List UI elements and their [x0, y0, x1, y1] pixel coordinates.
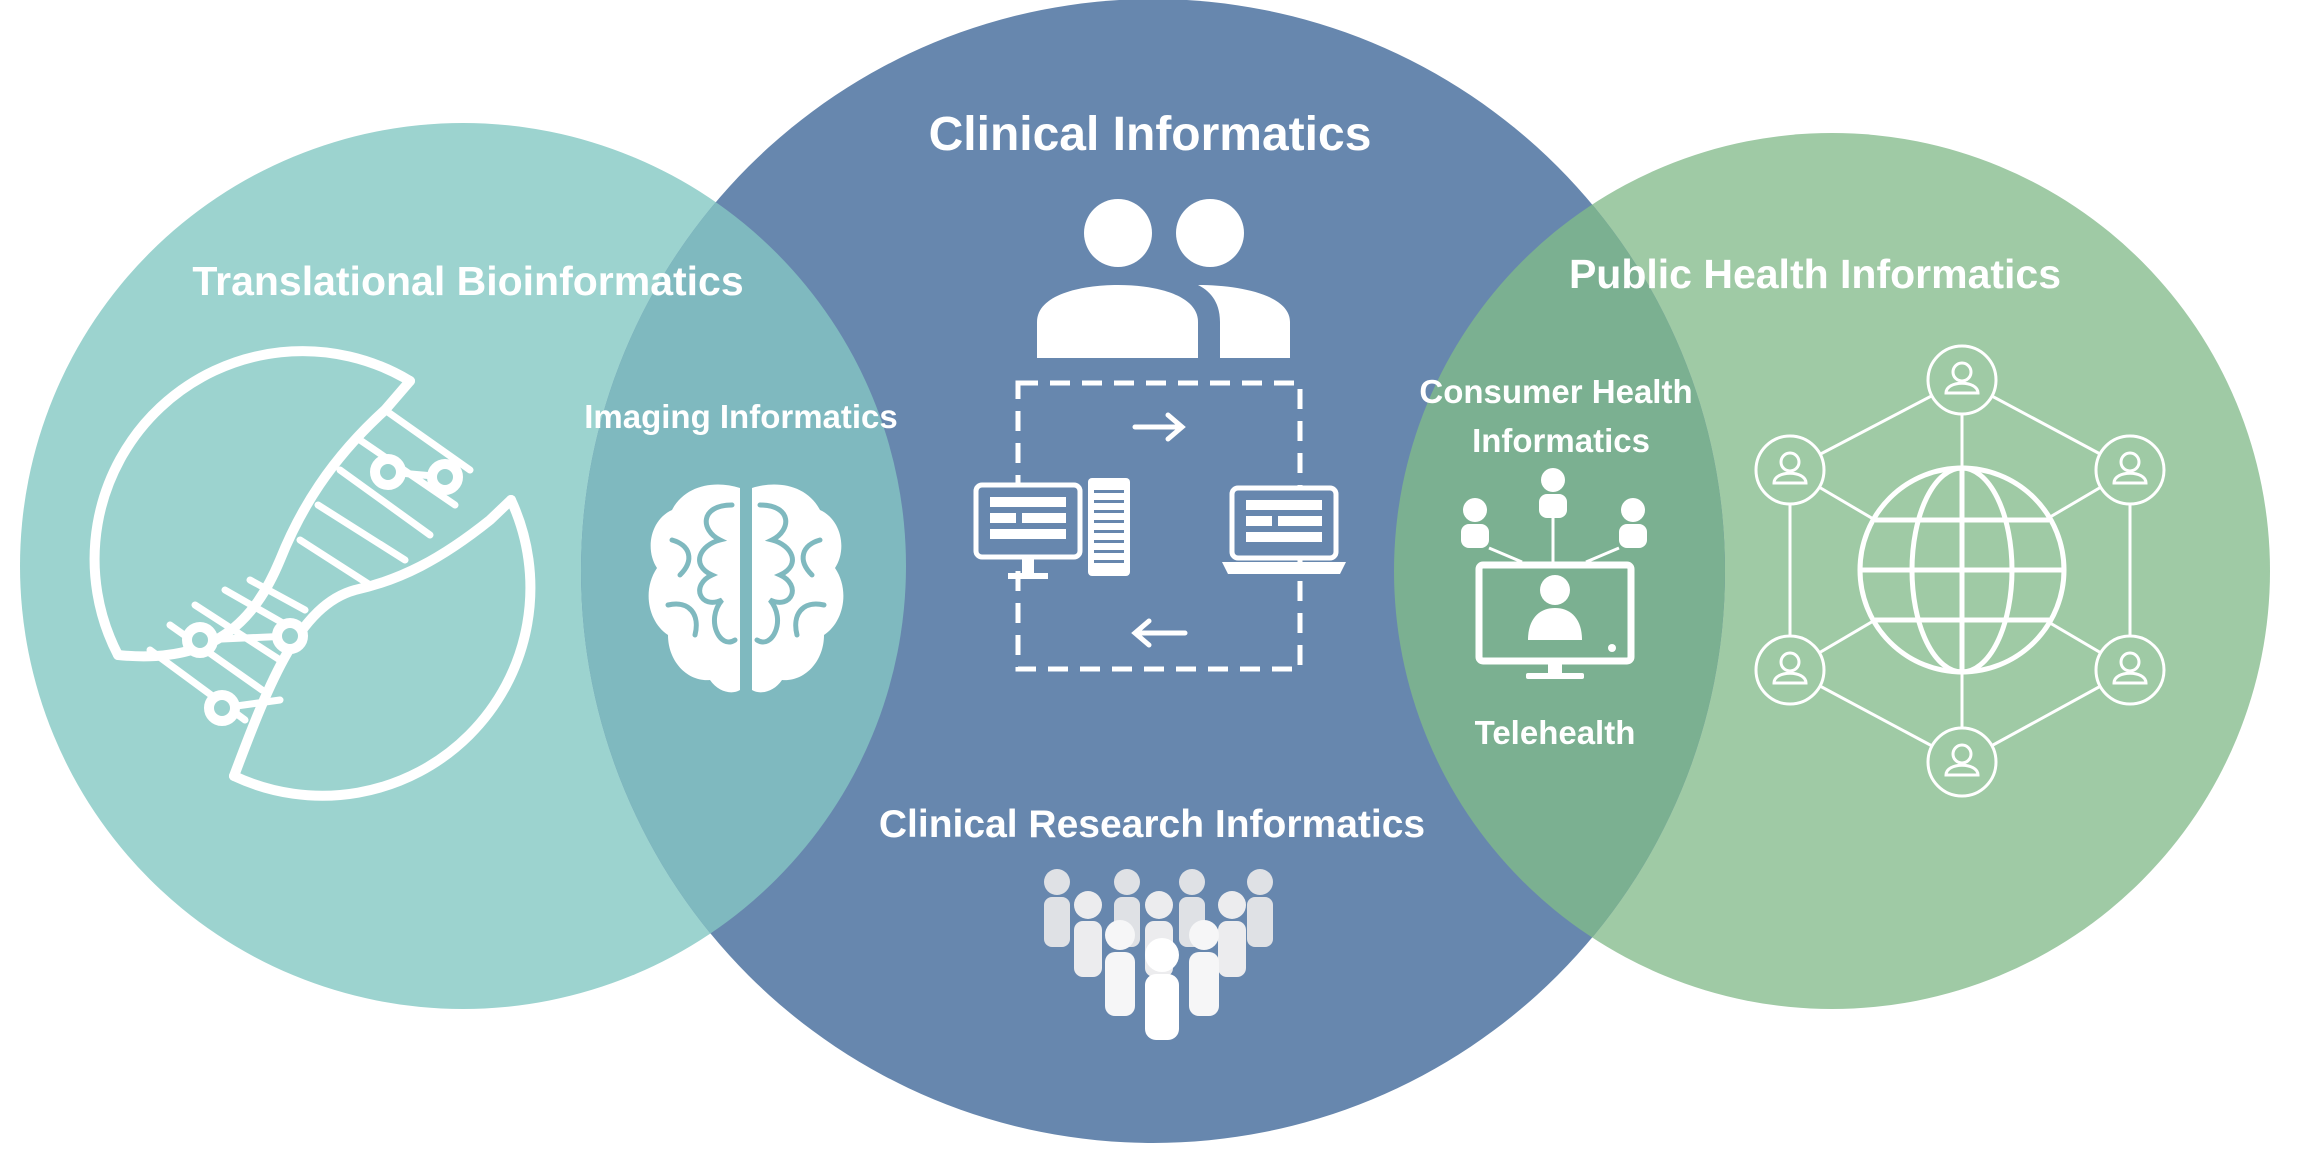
public-health-informatics-label: Public Health Informatics [1569, 251, 2061, 297]
brain-icon [648, 484, 844, 693]
globe-network-icon [1754, 344, 2166, 798]
server-tower-icon [1088, 478, 1130, 576]
laptop-icon [1222, 485, 1346, 574]
crowd-icon [1044, 869, 1273, 1040]
translational-bioinformatics-label: Translational Bioinformatics [192, 258, 743, 304]
telehealth-label: Telehealth [1475, 714, 1636, 751]
consumer-health-informatics-label-line1: Consumer Health [1419, 373, 1692, 410]
clinical-research-informatics-label: Clinical Research Informatics [879, 803, 1425, 846]
desktop-computer-icon [973, 482, 1083, 579]
clinical-informatics-label: Clinical Informatics [929, 108, 1372, 161]
dna-icon [89, 346, 536, 801]
clinical-informatics-circle [581, 0, 1725, 1143]
users-network-icon [973, 199, 1346, 672]
telehealth-monitor-icon [1461, 468, 1647, 679]
imaging-informatics-label: Imaging Informatics [584, 398, 898, 435]
consumer-health-informatics-label-line2: Informatics [1472, 422, 1650, 459]
